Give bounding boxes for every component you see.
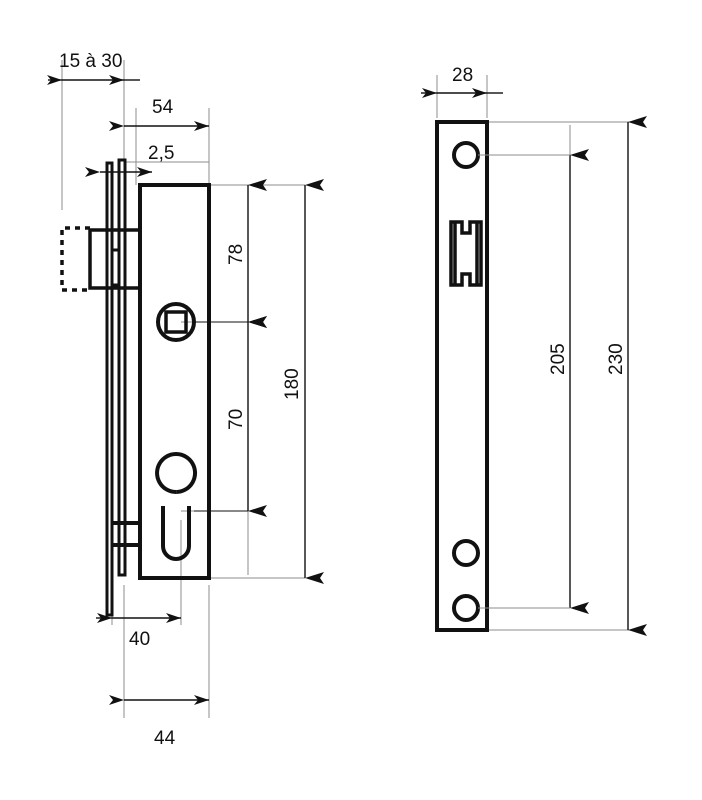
- dim-case-width: 44: [109, 695, 209, 749]
- screw-hole-top: [452, 141, 480, 169]
- latch-bolt: [88, 228, 140, 290]
- dim-case-depth: 54: [109, 97, 209, 131]
- strip-connector-tabs: [112, 521, 140, 547]
- faceplate-strip: [105, 158, 127, 617]
- lock-case-body: [138, 183, 211, 580]
- dim-label-case-height: 180: [282, 368, 303, 400]
- dim-label-faceplate-thickness: 2,5: [148, 143, 174, 164]
- faceplate-plate: [435, 120, 489, 632]
- left-leader-lines: [194, 321, 248, 512]
- screw-hole-bottom: [452, 594, 480, 622]
- dim-label-spindle-from-top: 78: [226, 244, 247, 265]
- dim-backset: 40: [96, 613, 181, 650]
- dim-label-faceplate-length: 230: [606, 343, 627, 375]
- dim-faceplate-length: 230: [606, 116, 647, 636]
- dim-faceplate-width: 28: [421, 65, 503, 98]
- dim-screw-centres: 205: [548, 149, 589, 614]
- dim-label-cylinder-from-spindle: 70: [226, 409, 247, 430]
- dim-label-case-width: 44: [154, 728, 176, 749]
- screw-hole-lower: [452, 539, 480, 567]
- dim-label-door-thickness: 15 à 30: [59, 51, 122, 72]
- dim-label-screw-centres: 205: [548, 343, 569, 375]
- right-leader-lines: [478, 154, 570, 609]
- left-extension-lines: [61, 60, 306, 718]
- left-view-group: 15 à 30 54 2,5 78 70 180: [47, 51, 324, 749]
- dim-spindle-from-top: 78: [226, 179, 267, 328]
- dim-case-height: 180: [282, 179, 324, 584]
- dim-label-faceplate-width: 28: [452, 65, 473, 86]
- dim-door-thickness: 15 à 30: [47, 51, 140, 85]
- euro-cylinder-keyhole: [155, 452, 198, 561]
- latch-opening-slot: [449, 220, 483, 287]
- dim-label-case-depth: 54: [152, 97, 174, 118]
- right-view-group: 28 205 230: [421, 65, 647, 636]
- dim-label-backset: 40: [129, 629, 150, 650]
- dim-cylinder-from-spindle: 70: [226, 316, 267, 517]
- latch-bolt-extended-dashed: [60, 226, 90, 292]
